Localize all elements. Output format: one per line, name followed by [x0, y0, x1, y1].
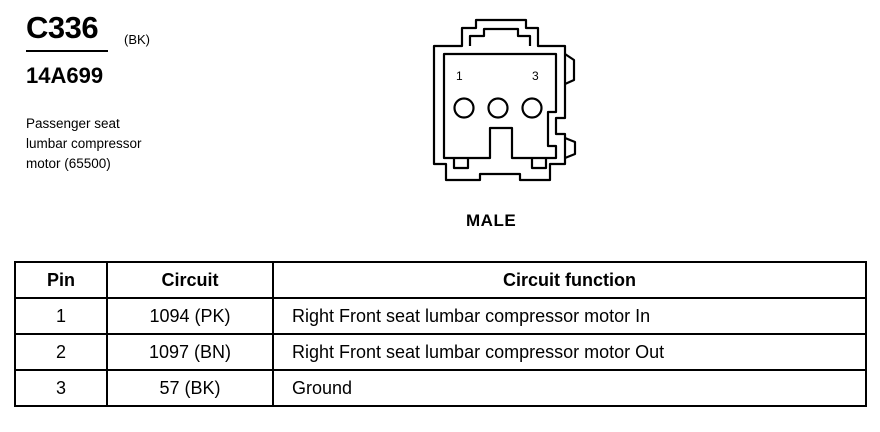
connector-gender-label: MALE	[466, 211, 517, 230]
row-pin: 3	[14, 369, 108, 407]
connector-id-underline	[26, 50, 108, 52]
row-function: Right Front seat lumbar compressor motor…	[272, 297, 867, 335]
connector-face-drawing: 1 3	[432, 18, 577, 182]
connector-right-rib	[564, 53, 577, 160]
table-row: 2 1097 (BN) Right Front seat lumbar comp…	[14, 333, 867, 371]
pinout-table: Pin Circuit Circuit function 1 1094 (PK)…	[14, 261, 867, 407]
header-circuit: Circuit	[106, 261, 274, 299]
description-line-3: motor (65500)	[26, 156, 111, 171]
connector-description: Passenger seat lumbar compressor motor (…	[26, 114, 216, 174]
connector-lower-rail	[452, 158, 548, 170]
table-row: 1 1094 (PK) Right Front seat lumbar comp…	[14, 297, 867, 335]
row-circuit: 1094 (PK)	[106, 297, 274, 335]
header-pin: Pin	[14, 261, 108, 299]
pin-cavity-3	[521, 97, 543, 119]
row-pin: 1	[14, 297, 108, 335]
row-function: Ground	[272, 369, 867, 407]
description-line-1: Passenger seat	[26, 116, 120, 131]
connector-color: (BK)	[124, 32, 150, 47]
row-circuit: 1097 (BN)	[106, 333, 274, 371]
connector-inner-outline	[442, 52, 558, 160]
row-circuit: 57 (BK)	[106, 369, 274, 407]
table-row: 3 57 (BK) Ground	[14, 369, 867, 407]
pin-cavity-2	[487, 97, 509, 119]
pin-label-3: 3	[532, 69, 539, 83]
pin-label-1: 1	[456, 69, 463, 83]
table-header-row: Pin Circuit Circuit function	[14, 261, 867, 299]
description-line-2: lumbar compressor	[26, 136, 142, 151]
connector-housing-outline	[432, 18, 567, 182]
row-function: Right Front seat lumbar compressor motor…	[272, 333, 867, 371]
connector-latch	[468, 27, 532, 46]
connector-id: C336	[26, 10, 99, 45]
pin-cavity-1	[453, 97, 475, 119]
part-number: 14A699	[26, 63, 104, 88]
header-circuit-function: Circuit function	[272, 261, 867, 299]
row-pin: 2	[14, 333, 108, 371]
